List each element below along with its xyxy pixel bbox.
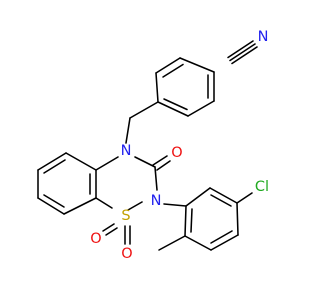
bond [227,40,254,59]
atom-sulfonyl-o-right: O [121,246,132,262]
bond [134,156,156,168]
bond [187,100,215,117]
bond [43,194,65,208]
bond [125,117,131,144]
bond [163,98,188,111]
atom-sulfur: S [121,208,130,224]
bond [231,46,258,65]
bond [155,72,159,103]
bond [43,159,66,174]
bond [157,101,189,117]
bond [210,234,239,251]
bond [236,202,239,236]
bond [162,63,184,78]
bond [158,235,186,251]
atom-ring-n4: N [121,143,132,159]
bond [163,203,187,207]
bond [152,155,168,166]
atom-labels: N N N O S O O Cl [90,29,269,262]
bond [155,57,181,74]
bond [95,156,119,171]
bond [210,230,233,244]
molecule-structure: N N N O S O O Cl [37,29,269,262]
atom-ring-n2: N [151,193,162,209]
bond [65,152,97,171]
bond [102,223,115,232]
bond [184,205,187,237]
bond [37,197,65,215]
bond [95,197,113,209]
bond [229,43,256,62]
bond [210,194,232,207]
atom-carbonyl-o: O [171,145,182,161]
bond [236,192,253,204]
bonds [37,40,258,251]
bond [127,201,143,211]
bond [184,235,212,251]
atom-nitrile-n: N [258,29,269,45]
bond [129,101,159,119]
bond [63,197,97,215]
structure-canvas: N N N O S O O Cl [37,29,270,262]
bond [154,166,158,191]
bond [37,152,67,171]
bond [179,57,215,73]
bond [209,187,238,204]
atom-chlorine: Cl [255,179,269,195]
bond [156,160,171,171]
bond [105,227,118,236]
atom-sulfonyl-o-left: O [90,231,101,247]
bond [190,208,193,233]
bond [185,187,211,207]
